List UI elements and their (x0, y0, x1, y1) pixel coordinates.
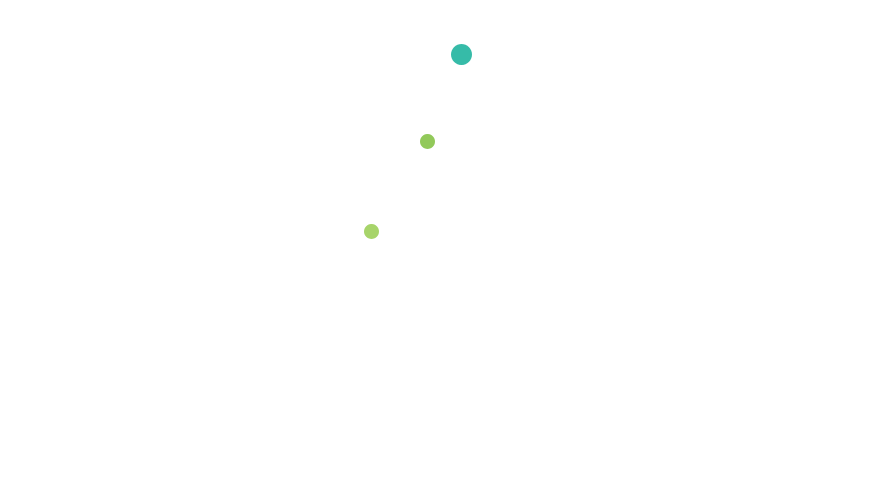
dot (364, 224, 379, 239)
dot (451, 44, 472, 65)
dot (420, 134, 435, 149)
